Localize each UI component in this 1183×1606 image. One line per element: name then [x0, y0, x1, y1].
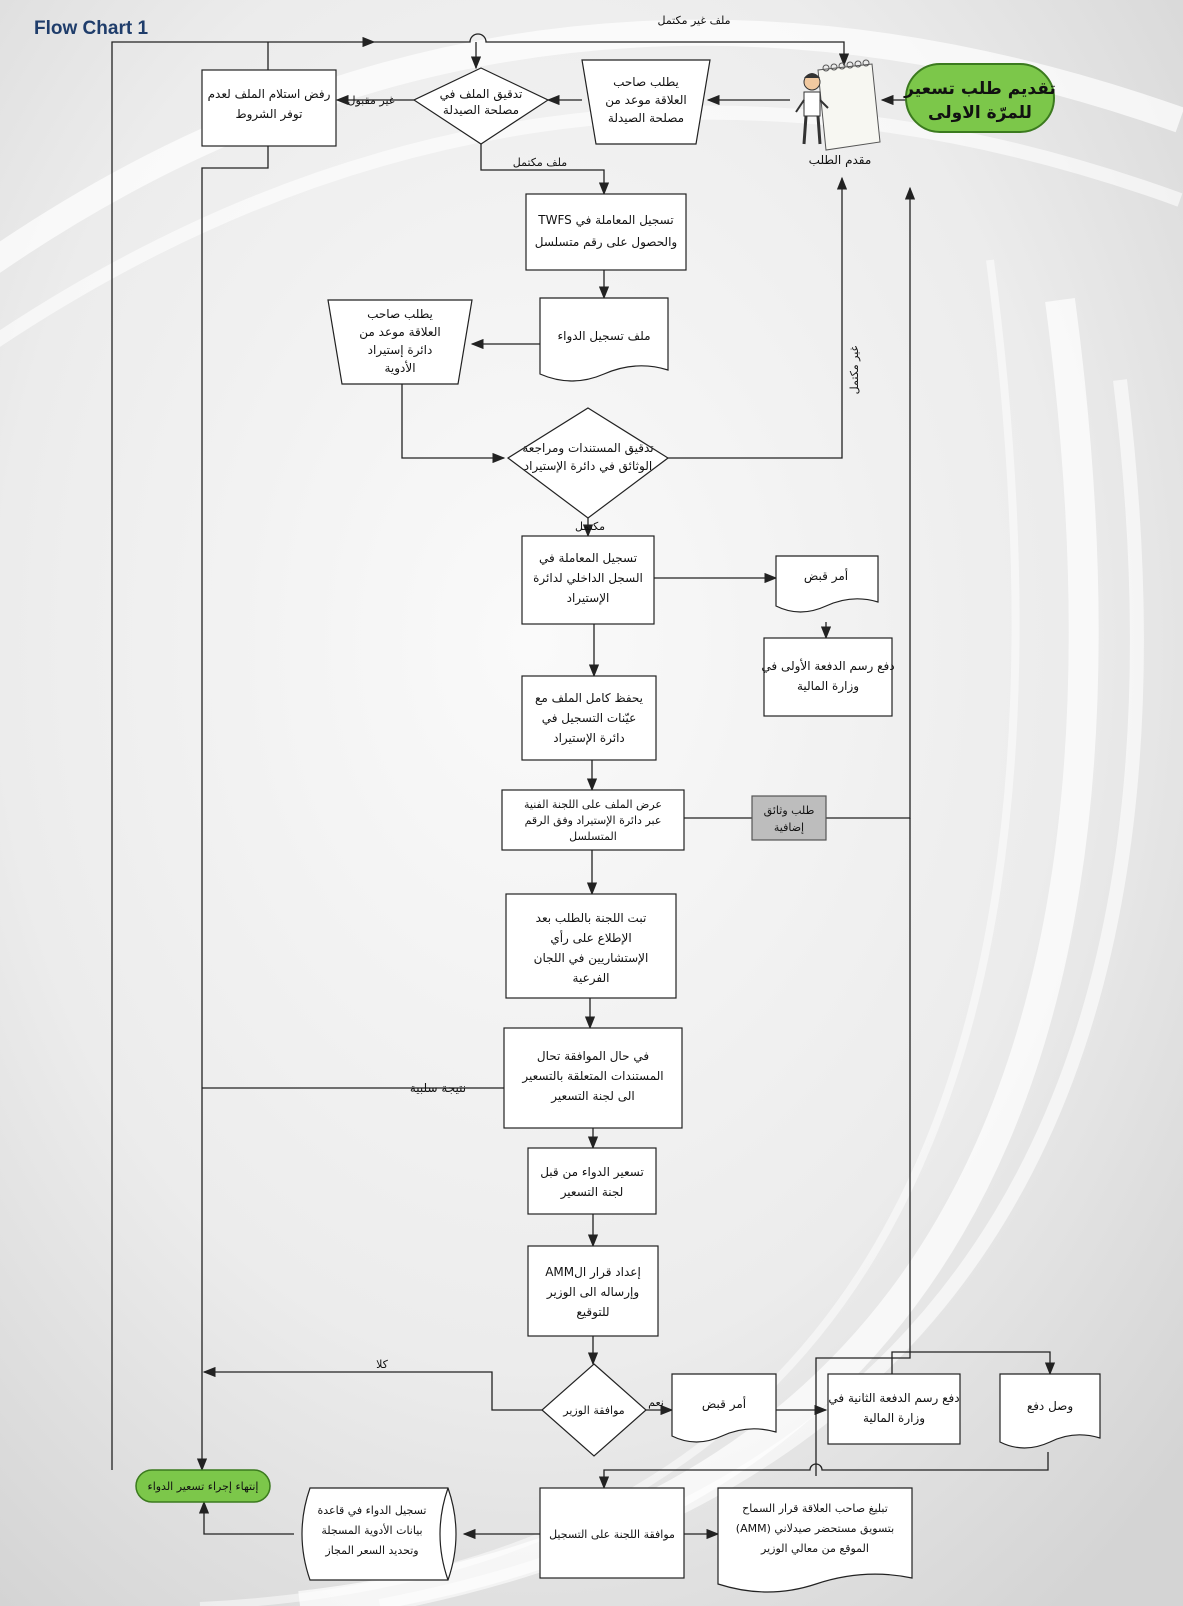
- edge-label-incomplete-side: غير مكتمل: [848, 345, 861, 394]
- pay-2-line-2: وزارة المالية: [863, 1411, 925, 1426]
- register-twfs-line-2: والحصول على رقم متسلسل: [535, 235, 677, 250]
- pay-receipt-document: وصل دفع: [999, 1373, 1101, 1449]
- register-internal-line-2: السجل الداخلي لدائرة: [533, 571, 643, 586]
- notify-line-2: بتسويق مستحضر صيدلاني (AMM): [736, 1522, 894, 1536]
- edge-label-incomplete-top: ملف غير مكتمل: [657, 14, 730, 27]
- end-terminator: إنتهاء إجراء تسعير الدواء: [135, 1469, 271, 1503]
- pay-receipt-label: وصل دفع: [1027, 1399, 1073, 1414]
- receipt-2-label: أمر قبض: [702, 1396, 746, 1412]
- pay-2-line-1: دفع رسم الدفعة الثانية في: [828, 1391, 959, 1406]
- present-committee-line-3: المتسلسل: [569, 830, 617, 843]
- edge-label-no: كلا: [376, 1358, 389, 1371]
- reject-node: رفض استلام الملف لعدم توفر الشروط: [201, 69, 337, 147]
- register-internal-line-1: تسجيل المعاملة في: [539, 551, 637, 565]
- start-terminator: تقديم طلب تسعير للمرّة الاولى: [903, 63, 1056, 133]
- database-line-1: تسجيل الدواء في قاعدة: [318, 1504, 427, 1517]
- amm-decision-node: إعداد قرار الAMM وإرساله الى الوزير للتو…: [527, 1245, 659, 1337]
- chart-title: Flow Chart 1: [34, 18, 149, 39]
- reject-line-2: توفر الشروط: [236, 107, 303, 122]
- amm-decision-line-3: للتوقيع: [576, 1305, 609, 1320]
- appt-import-line-4: الأدوية: [384, 360, 415, 376]
- edge-label-complete: مكتمل: [575, 520, 605, 533]
- keep-file-line-1: يحفظ كامل الملف مع: [535, 691, 643, 705]
- check-docs-line-1: تدقيق المستندات ومراجعة: [522, 441, 653, 456]
- pricing-node: تسعير الدواء من قبل لجنة التسعير: [527, 1147, 657, 1215]
- committee-decide-node: تبت اللجنة بالطلب بعد الإطلاع على رأي ال…: [505, 893, 677, 999]
- extra-docs-line-2: إضافية: [774, 821, 804, 834]
- appt-import-line-2: العلاقة موعد من: [359, 325, 440, 340]
- check-pharmacy-decision: تدقيق الملف في مصلحة الصيدلة: [412, 67, 550, 145]
- appt-pharmacy-line-2: العلاقة موعد من: [605, 93, 686, 108]
- applicant-label: مقدم الطلب: [809, 153, 872, 167]
- end-label: إنتهاء إجراء تسعير الدواء: [148, 1480, 259, 1493]
- edge-label-yes: نعم: [648, 1396, 664, 1409]
- keep-file-line-3: دائرة الإستيراد: [553, 731, 625, 746]
- present-committee-node: عرض الملف على اللجنة الفنية عبر دائرة ال…: [501, 789, 685, 851]
- appt-import-node: يطلب صاحب العلاقة موعد من دائرة إستيراد …: [327, 299, 473, 385]
- check-docs-line-2: الوثائق في دائرة الإستيراد: [524, 459, 652, 474]
- committee-decide-line-3: الإستشاريين في اللجان: [534, 951, 649, 966]
- edge-label-not-accepted: غير مقبول: [347, 94, 394, 107]
- amm-decision-line-2: وإرساله الى الوزير: [546, 1285, 639, 1300]
- present-committee-line-1: عرض الملف على اللجنة الفنية: [524, 798, 662, 811]
- keep-file-node: يحفظ كامل الملف مع عيّنات التسجيل في دائ…: [521, 675, 657, 761]
- reject-line-1: رفض استلام الملف لعدم: [208, 87, 331, 102]
- pay-1-line-1: دفع رسم الدفعة الأولى في: [761, 658, 894, 674]
- committee-decide-line-2: الإطلاع على رأي: [550, 930, 631, 946]
- refer-pricing-node: في حال الموافقة تحال المستندات المتعلقة …: [503, 1027, 683, 1129]
- appt-pharmacy-node: يطلب صاحب العلاقة موعد من مصلحة الصيدلة: [581, 59, 711, 145]
- appt-import-line-3: دائرة إستيراد: [368, 343, 433, 358]
- receipt-2-document: أمر قبض: [671, 1373, 777, 1443]
- amm-decision-line-1: إعداد قرار الAMM: [545, 1265, 641, 1280]
- minister-label: موافقة الوزير: [562, 1404, 624, 1417]
- pay-1-node: دفع رسم الدفعة الأولى في وزارة المالية: [761, 637, 895, 717]
- register-internal-node: تسجيل المعاملة في السجل الداخلي لدائرة ا…: [521, 535, 655, 625]
- extra-docs-node: طلب وثائق إضافية: [751, 795, 827, 841]
- pricing-line-2: لجنة التسعير: [560, 1185, 624, 1200]
- committee-reg-label: موافقة اللجنة على التسجيل: [549, 1528, 675, 1541]
- edge-label-complete-file: ملف مكتمل: [513, 156, 568, 169]
- drug-file-label: ملف تسجيل الدواء: [557, 329, 650, 344]
- database-line-3: وتحديد السعر المجاز: [324, 1544, 418, 1557]
- edge-label-negative: نتيجة سلبية: [410, 1081, 466, 1095]
- check-pharmacy-line-1: تدقيق الملف في: [440, 87, 523, 102]
- pay-2-node: دفع رسم الدفعة الثانية في وزارة المالية: [827, 1373, 961, 1445]
- extra-docs-line-1: طلب وثائق: [764, 804, 815, 818]
- check-pharmacy-line-2: مصلحة الصيدلة: [443, 103, 519, 117]
- database-line-2: بيانات الأدوية المسجلة: [321, 1523, 422, 1537]
- notify-line-3: الموقع من معالي الوزير: [760, 1542, 869, 1555]
- applicant-figure-icon: [795, 59, 881, 151]
- register-internal-line-3: الإستيراد: [567, 591, 610, 606]
- committee-decide-line-1: تبت اللجنة بالطلب بعد: [536, 911, 647, 925]
- start-line-1: تقديم طلب تسعير: [903, 79, 1056, 99]
- appt-pharmacy-line-3: مصلحة الصيدلة: [608, 111, 684, 125]
- present-committee-line-2: عبر دائرة الإستيراد وفق الرقم: [525, 814, 662, 828]
- register-twfs-line-1: تسجيل المعاملة في TWFS: [537, 213, 673, 227]
- committee-reg-node: موافقة اللجنة على التسجيل: [539, 1487, 685, 1579]
- keep-file-line-2: عيّنات التسجيل في: [542, 711, 637, 725]
- register-twfs-node: تسجيل المعاملة في TWFS والحصول على رقم م…: [525, 193, 687, 271]
- appt-import-line-1: يطلب صاحب: [367, 307, 433, 321]
- minister-decision: موافقة الوزير: [541, 1363, 647, 1457]
- check-docs-decision: تدقيق المستندات ومراجعة الوثائق في دائرة…: [506, 407, 670, 519]
- pay-1-line-2: وزارة المالية: [797, 679, 859, 694]
- appt-pharmacy-line-1: يطلب صاحب: [613, 75, 679, 89]
- refer-pricing-line-3: الى لجنة التسعير: [550, 1089, 634, 1104]
- pricing-line-1: تسعير الدواء من قبل: [540, 1165, 644, 1180]
- database-register-node: تسجيل الدواء في قاعدة بيانات الأدوية الم…: [301, 1487, 457, 1581]
- notify-line-1: تبليغ صاحب العلاقة قرار السماح: [742, 1502, 888, 1515]
- committee-decide-line-4: الفرعية: [573, 971, 610, 986]
- refer-pricing-line-2: المستندات المتعلقة بالتسعير: [521, 1069, 663, 1084]
- refer-pricing-line-1: في حال الموافقة تحال: [537, 1049, 649, 1064]
- start-line-2: للمرّة الاولى: [928, 103, 1032, 123]
- receipt-1-document: أمر قبض: [775, 555, 879, 613]
- receipt-1-label: أمر قبض: [804, 568, 848, 584]
- notify-document: تبليغ صاحب العلاقة قرار السماح بتسويق مس…: [717, 1487, 913, 1593]
- drug-file-document: ملف تسجيل الدواء: [539, 297, 669, 382]
